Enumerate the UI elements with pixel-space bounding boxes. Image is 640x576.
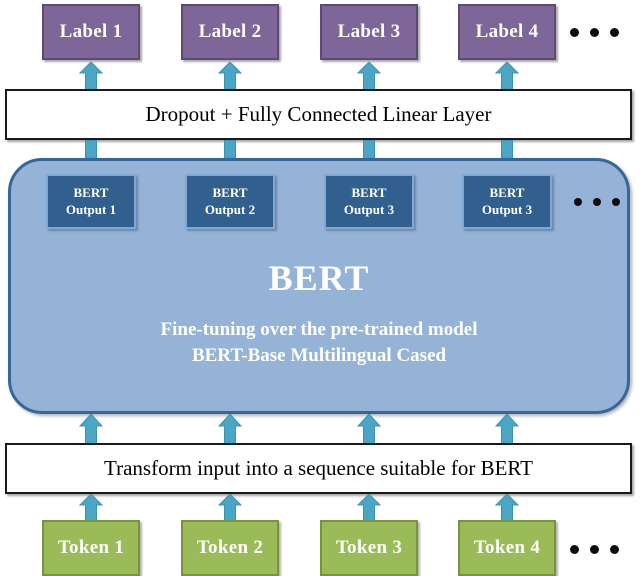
token-box-2-text: Token 2 — [196, 536, 264, 558]
tokens-ellipsis — [570, 545, 619, 554]
token-box-2: Token 2 — [181, 520, 279, 576]
ellipsis-dot — [593, 198, 601, 206]
arrow-classifier-to-label-2 — [218, 62, 242, 90]
ellipsis-dot — [570, 545, 579, 554]
arrow-classifier-to-label-4 — [495, 62, 519, 90]
labels-ellipsis — [570, 28, 619, 37]
label-box-2: Label 2 — [181, 4, 279, 60]
arrow-classifier-to-label-1 — [79, 62, 103, 90]
arrow-token-4-to-transform — [495, 494, 519, 522]
bert-output-box-3: BERT Output 3 — [324, 174, 414, 229]
classifier-bar: Dropout + Fully Connected Linear Layer — [5, 89, 632, 140]
label-box-4-text: Label 4 — [475, 20, 539, 42]
arrow-transform-to-bert-2 — [218, 414, 242, 444]
token-box-1-text: Token 1 — [57, 536, 125, 558]
token-box-3-text: Token 3 — [335, 536, 403, 558]
bert-output-box-1-line-2: Output 1 — [65, 201, 117, 217]
token-box-4-text: Token 4 — [473, 536, 541, 558]
ellipsis-dot — [610, 28, 619, 37]
token-box-3: Token 3 — [320, 520, 418, 576]
bert-title: BERT — [268, 258, 370, 298]
label-box-4: Label 4 — [458, 4, 556, 60]
arrow-token-1-to-transform — [79, 494, 103, 522]
arrow-classifier-to-label-3 — [357, 62, 381, 90]
bert-output-box-4-line-1: BERT — [489, 185, 525, 201]
transform-bar-text: Transform input into a sequence suitable… — [104, 456, 533, 481]
ellipsis-dot — [590, 28, 599, 37]
bert-outputs-ellipsis — [574, 198, 620, 206]
ellipsis-dot — [590, 545, 599, 554]
bert-output-box-1: BERT Output 1 — [46, 174, 136, 229]
label-box-3-text: Label 3 — [337, 20, 401, 42]
ellipsis-dot — [570, 28, 579, 37]
bert-subtitle: Fine-tuning over the pre-trained model B… — [11, 317, 627, 368]
arrow-transform-to-bert-1 — [79, 414, 103, 444]
ellipsis-dot — [610, 545, 619, 554]
arrow-transform-to-bert-4 — [495, 414, 519, 444]
bert-output-box-1-line-1: BERT — [73, 185, 109, 201]
transform-bar: Transform input into a sequence suitable… — [5, 443, 632, 494]
label-box-3: Label 3 — [320, 4, 418, 60]
bert-output-box-4-line-2: Output 3 — [481, 201, 533, 217]
bert-output-box-3-line-2: Output 3 — [343, 201, 395, 217]
bert-output-box-3-line-1: BERT — [351, 185, 387, 201]
ellipsis-dot — [574, 198, 582, 206]
arrow-token-3-to-transform — [357, 494, 381, 522]
bert-output-box-2: BERT Output 2 — [185, 174, 275, 229]
token-box-4: Token 4 — [458, 520, 556, 576]
classifier-bar-text: Dropout + Fully Connected Linear Layer — [145, 102, 492, 127]
arrow-transform-to-bert-3 — [357, 414, 381, 444]
label-box-1-text: Label 1 — [59, 20, 123, 42]
bert-output-box-4: BERT Output 3 — [462, 174, 552, 229]
bert-output-box-2-line-2: Output 2 — [204, 201, 256, 217]
bert-subtitle-line-2: BERT-Base Multilingual Cased — [191, 344, 447, 366]
bert-subtitle-line-1: Fine-tuning over the pre-trained model — [160, 319, 478, 340]
label-box-2-text: Label 2 — [198, 20, 262, 42]
bert-output-box-2-line-1: BERT — [212, 185, 248, 201]
label-box-1: Label 1 — [42, 4, 140, 60]
arrow-token-2-to-transform — [218, 494, 242, 522]
token-box-1: Token 1 — [42, 520, 140, 576]
ellipsis-dot — [612, 198, 620, 206]
